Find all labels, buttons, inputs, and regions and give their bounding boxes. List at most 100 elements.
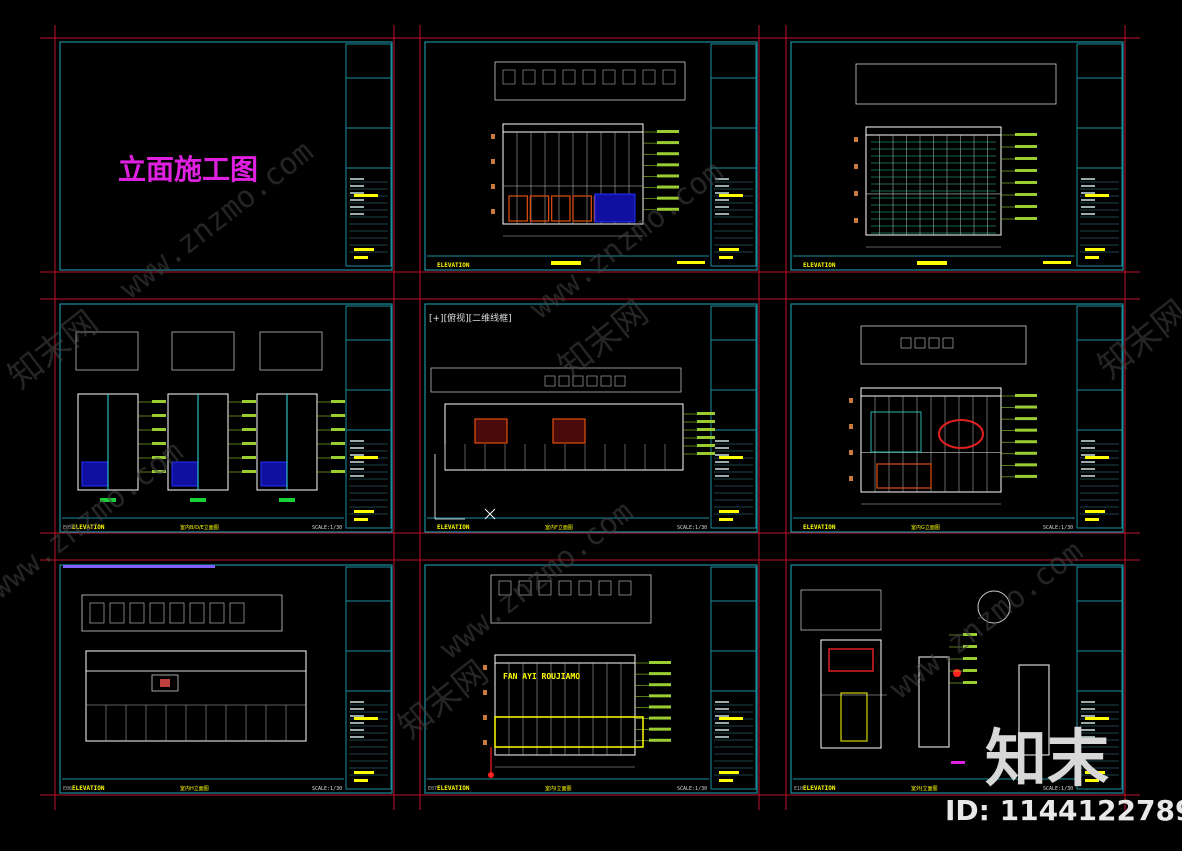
base-cabinet <box>529 195 550 222</box>
sheet-frame <box>59 41 393 271</box>
sheet-frame <box>424 564 758 794</box>
watermark-site-3: www.znzmo.com <box>433 494 640 666</box>
title-block-yellow <box>1085 194 1109 197</box>
plan-fixture <box>662 69 676 85</box>
level-tag <box>491 184 495 189</box>
annotation-tag <box>1015 417 1037 421</box>
level-tag <box>849 398 853 403</box>
annotation-tag <box>1015 145 1037 148</box>
title-block <box>1076 305 1123 529</box>
title-block-text <box>1081 475 1095 477</box>
annotation-tag <box>657 130 679 133</box>
title-block-text <box>1081 440 1095 442</box>
annotation-tag <box>657 185 679 189</box>
title-block-text <box>1081 715 1095 717</box>
annotation-tag <box>1015 440 1037 444</box>
title-block-yellow <box>1085 248 1105 251</box>
title-block-yellow <box>1085 717 1109 720</box>
annotation-tag <box>331 428 345 431</box>
annotation-tag <box>657 141 679 145</box>
level-tag <box>854 218 858 223</box>
annotation-tag <box>242 428 256 431</box>
title-block-text <box>350 708 364 710</box>
cyan-panel <box>870 411 922 453</box>
viewport-controls-label: [+][俯视][二维线框] <box>429 312 512 324</box>
annotation-tag <box>152 456 166 459</box>
annotation-tag <box>1015 169 1037 172</box>
plan-fixture <box>578 580 592 596</box>
annotation-tag <box>152 428 166 431</box>
red-section-bubble <box>488 772 494 778</box>
annotation-tag <box>1015 474 1037 478</box>
crosshair-x <box>484 508 496 520</box>
base-cabinet <box>551 195 571 222</box>
title-block-text <box>1081 199 1095 201</box>
blue-equipment <box>594 193 636 223</box>
blue-equipment <box>171 461 199 487</box>
annotation-tag <box>331 414 345 417</box>
annotation-tag <box>152 400 166 403</box>
annotation-tag <box>1015 217 1037 220</box>
title-block-yellow <box>1085 510 1105 513</box>
annotation-tag <box>963 645 977 648</box>
title-block-text <box>1081 447 1095 449</box>
plan-fixture <box>189 602 205 624</box>
sheet-s2[interactable]: ELEVATION <box>424 41 758 271</box>
title-block-text <box>350 736 364 738</box>
title-block-yellow <box>354 248 374 251</box>
sheet-scale: SCALE:1/30 <box>1043 525 1073 531</box>
annotation-tag <box>331 442 345 445</box>
title-block-text <box>1081 213 1095 215</box>
plan-view <box>800 589 882 631</box>
red-node <box>953 669 961 677</box>
sheet-s3[interactable]: ELEVATION <box>790 41 1124 271</box>
plan-fixture <box>602 69 616 85</box>
plan-fixture <box>600 375 612 387</box>
title-block-yellow <box>354 518 368 521</box>
title-block-yellow <box>354 194 378 197</box>
title-block-text <box>715 213 729 215</box>
sheet-frame <box>790 564 1124 794</box>
sheet-cover[interactable]: 立面施工图 <box>59 41 393 271</box>
level-tag <box>483 715 487 720</box>
title-block-text <box>1081 185 1095 187</box>
plan-fixture <box>914 337 926 349</box>
annotation-tag <box>697 436 715 439</box>
title-block-text <box>350 185 364 187</box>
title-block <box>345 43 392 267</box>
annotation-tag <box>657 207 679 211</box>
title-block-text <box>350 178 364 180</box>
plan-fixture <box>518 580 532 596</box>
title-block-text <box>715 454 729 456</box>
title-block-text <box>1081 461 1095 463</box>
title-block-text <box>350 447 364 449</box>
section-outline <box>1018 664 1050 756</box>
sheet-caption: 室内B/D/E立面图 <box>180 524 219 531</box>
sheet-scale: SCALE:1/30 <box>1043 786 1073 792</box>
annotation-tag <box>649 727 671 731</box>
annotation-tag <box>242 442 256 445</box>
title-block-yellow <box>354 779 368 782</box>
annotation-tag <box>649 683 671 687</box>
annotation-tag <box>963 681 977 684</box>
sheet-footer-label: ELEVATION <box>437 524 470 531</box>
annotation-tag <box>697 428 715 431</box>
section-outline <box>918 656 950 748</box>
annotation-tag <box>242 414 256 417</box>
sheet-number: E06 <box>63 786 72 792</box>
annotation-tag <box>1015 451 1037 455</box>
title-block <box>710 566 757 790</box>
title-block-yellow <box>354 771 374 774</box>
level-tag <box>483 690 487 695</box>
plan-fixture <box>542 69 556 85</box>
sheet-frame <box>59 564 393 794</box>
title-block-text <box>350 715 364 717</box>
green-marker <box>190 498 206 502</box>
